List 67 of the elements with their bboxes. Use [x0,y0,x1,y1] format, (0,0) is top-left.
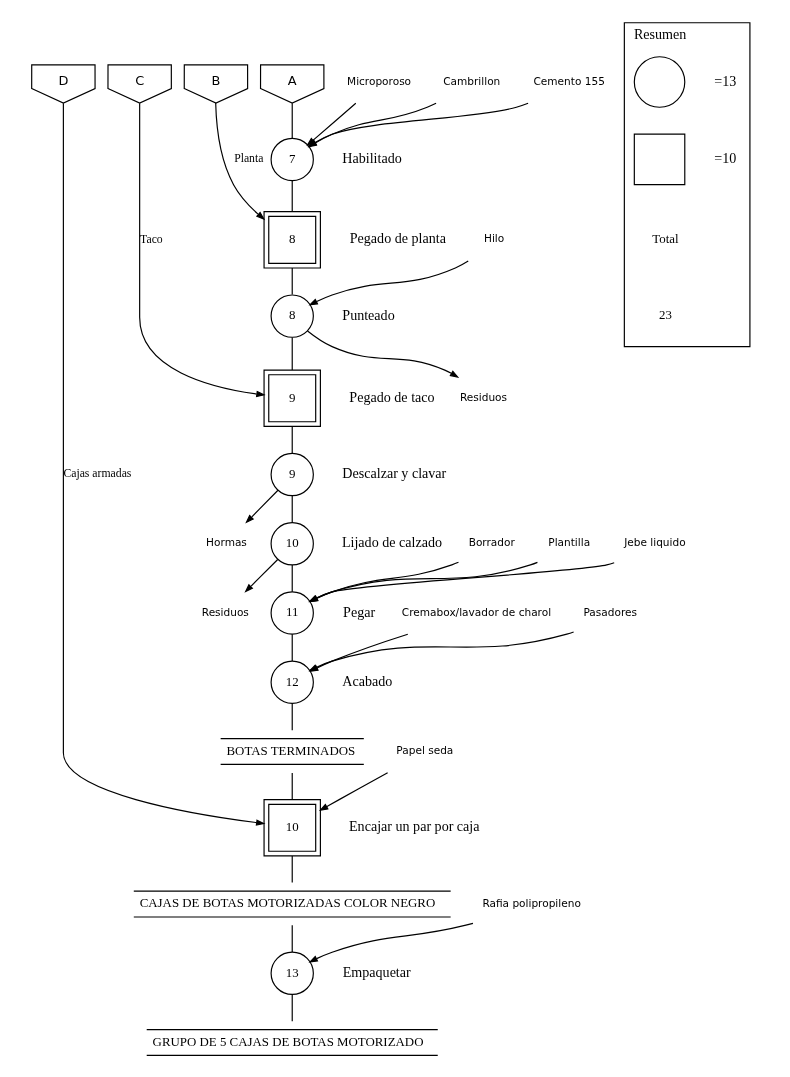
node-text: Hilo [483,232,504,245]
arrow [62,102,265,826]
node-text: Cremabox/lavador de charol [401,605,551,618]
node-label: Habilitado [341,150,402,167]
node-text: CAJAS DE BOTAS MOTORIZADAS COLOR NEGRO [139,896,435,911]
node-box: 10 [262,799,321,857]
node-text: Pasadores [582,605,637,618]
node-text: BOTAS TERMINADOS [226,743,355,758]
node-text: Cemento 155 [533,74,605,87]
node-label: Punteado [341,306,395,323]
connector [291,993,293,1022]
connector [291,180,293,213]
node-circle: 12 [270,660,314,704]
node-text: Residuos [459,390,507,403]
node-text: Plantilla [547,536,590,549]
arrow [244,489,279,524]
connector [291,425,293,454]
node-label: =13 [713,72,736,89]
connector [291,924,293,953]
node-label: Descalzar y clavar [341,465,446,482]
connector [291,702,293,731]
arrow [243,558,278,593]
connector [291,564,293,593]
arrow [308,260,469,306]
connector [291,855,293,884]
arrow [318,772,388,812]
node-circle [633,56,685,108]
node-circle: 9 [270,452,314,497]
connector [291,336,293,371]
node-label: Acabado [341,672,392,689]
node-text: Residuos [201,605,249,618]
node-label: Lijado de calzado [341,534,442,551]
node-text: Hormas [205,536,247,549]
label: Total [651,232,679,247]
node-text: Jebe liquido [623,536,686,549]
arrow [308,922,474,963]
connector [291,633,293,662]
node-circle: 10 [270,522,314,566]
arrow [214,102,265,221]
node-label: Empaquetar [342,963,411,980]
node-text: Cambrillon [442,74,500,87]
connector [291,772,293,801]
edge-label: Planta [233,152,263,166]
node-box [633,133,685,186]
connector [291,102,293,139]
node-label: Pegado de planta [349,230,446,247]
node-box: 9 [262,369,321,427]
node-label: Encajar un par por caja [348,818,480,835]
node-circle: 11 [270,591,314,635]
node-text: Microporoso [346,74,411,87]
node-circle: 8 [270,294,314,338]
node-text: GRUPO DE 5 CAJAS DE BOTAS MOTORIZADO [152,1034,423,1049]
node-label: Pegar [342,603,375,620]
node-text: Borrador [468,536,515,549]
label: 23 [658,308,672,323]
connector [291,267,293,296]
node-label: =10 [713,150,736,167]
connector [291,495,293,524]
node-circle: 13 [270,951,314,995]
edge-label: Taco [139,232,163,246]
arrow [138,102,266,398]
arrow [306,330,459,378]
node-text: Papel seda [395,744,453,757]
node-box: 8 [262,211,321,269]
edge-label: Cajas armadas [62,467,131,481]
node-label: Pegado de taco [348,388,435,405]
node-text: Rafia polipropileno [481,896,581,909]
